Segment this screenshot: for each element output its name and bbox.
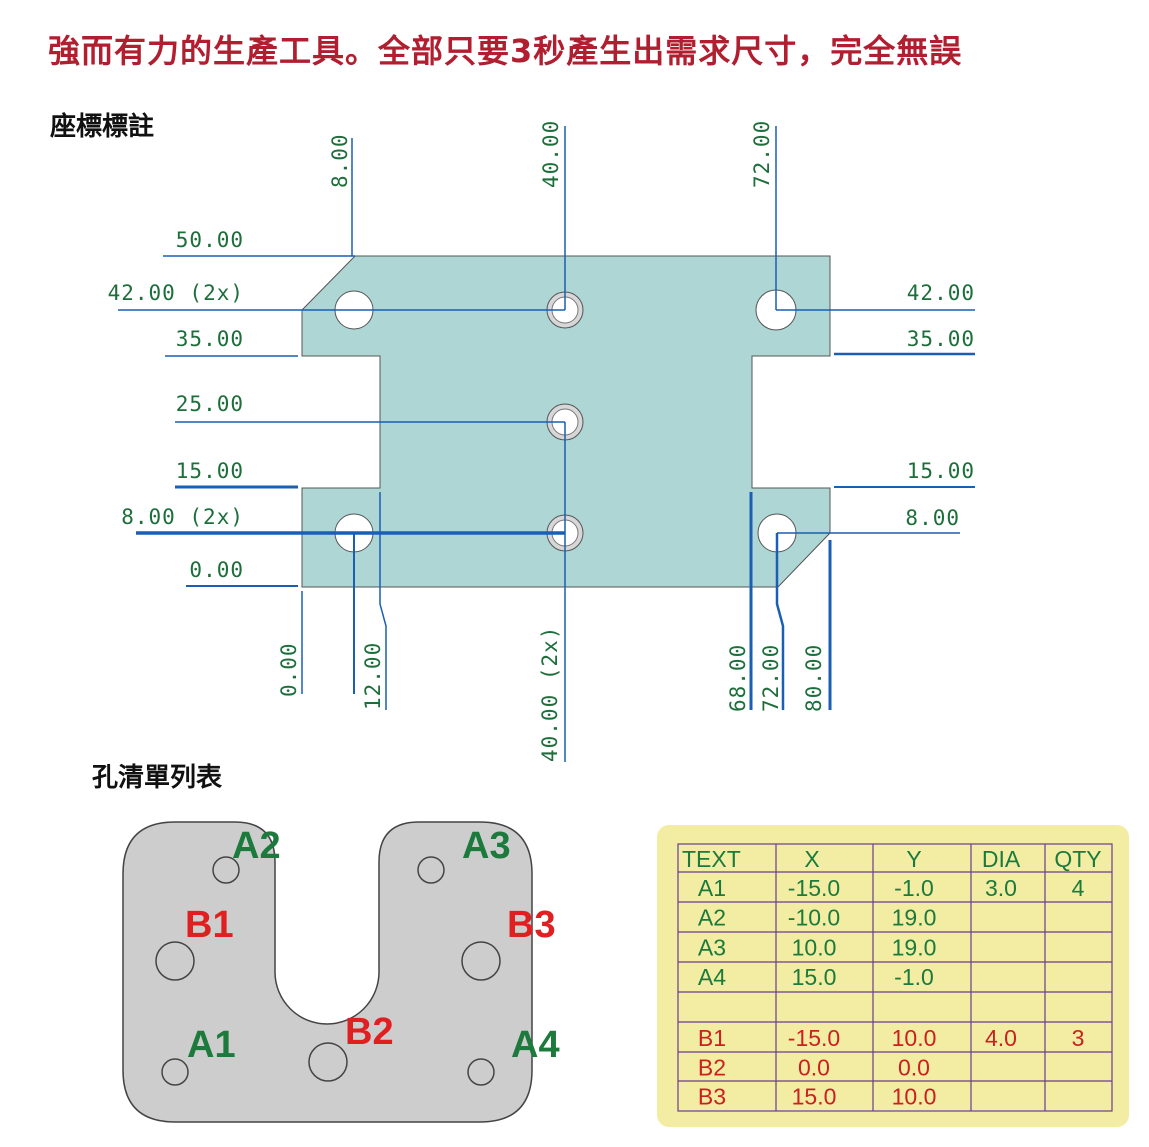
- table-cell-a-1-y: -1.0: [894, 875, 934, 901]
- section-title-ordinate: 座標標註: [50, 112, 155, 142]
- headline: 強而有力的生產工具。全部只要3秒產生出需求尺寸，完全無誤: [48, 32, 963, 70]
- dim-right-y-3: 15.00: [907, 459, 975, 483]
- hole-table-rows-b: B1 -15.0 10.0 4.0 3B2 0.0 0.0B3 15.0 10.0: [698, 1025, 1084, 1110]
- table-cell-a-2-text: A2: [698, 905, 726, 931]
- dim-right-y-2: 35.00: [907, 327, 975, 351]
- table-cell-a-1-qty: 4: [1072, 875, 1085, 901]
- table-cell-b-1-qty: 3: [1072, 1025, 1085, 1051]
- table-cell-a-1-x: -15.0: [788, 875, 840, 901]
- table-cell-b-3-y: 10.0: [892, 1084, 937, 1110]
- table-cell-a-1-text: A1: [698, 875, 726, 901]
- table-cell-a-4-x: 15.0: [792, 964, 837, 990]
- dim-bottom-x-2: 12.00: [361, 642, 385, 710]
- table-cell-a-3-text: A3: [698, 934, 726, 960]
- hole-table: TEXT X Y DIA QTY A1 -15.0 -1.0 3.0 4A2 -10.0 1…: [657, 825, 1129, 1127]
- table-header-qty: QTY: [1054, 846, 1101, 872]
- table-cell-b-3-x: 15.0: [792, 1084, 837, 1110]
- hole-label-a4: A4: [511, 1024, 560, 1066]
- dim-left-y-1: 50.00: [176, 228, 244, 252]
- section-title-hole-table: 孔清單列表: [92, 763, 223, 793]
- dim-top-x-3: 72.00: [750, 120, 774, 188]
- table-cell-b-3-text: B3: [698, 1084, 726, 1110]
- table-cell-a-4-y: -1.0: [894, 964, 934, 990]
- dim-left-y-4: 25.00: [176, 392, 244, 416]
- dim-top-x-1: 8.00: [328, 133, 352, 188]
- hole-label-b1: B1: [185, 904, 234, 946]
- table-cell-b-2-y: 0.0: [898, 1054, 930, 1080]
- plate-hole-a1: [161, 1058, 189, 1086]
- dim-right-y-4: 8.00: [905, 506, 960, 530]
- hole-label-a2: A2: [232, 825, 281, 867]
- ordinate-drawing: 8.00 40.00 72.00 0.00 12.00 40.00 (2x) 6…: [108, 120, 975, 762]
- dim-top-x-2: 40.00: [539, 120, 563, 188]
- table-cell-a-2-y: 19.0: [892, 905, 937, 931]
- table-cell-b-2-text: B2: [698, 1054, 726, 1080]
- hole-table-grid: [677, 843, 1113, 1112]
- dim-left-y-2: 42.00 (2x): [108, 281, 244, 305]
- dim-bottom-x-5: 72.00: [759, 644, 783, 712]
- hole-table-header-row: TEXT X Y DIA QTY: [682, 846, 1102, 872]
- table-header-dia: DIA: [982, 846, 1021, 872]
- table-header-x: X: [804, 846, 819, 872]
- plate-hole-b1: [155, 941, 195, 981]
- dim-left-y-6: 8.00 (2x): [121, 505, 244, 529]
- hole-plate-drawing: A1 A2 A3 A4 B1 B2 B3: [122, 821, 560, 1123]
- leader-bottom-72: [775, 533, 785, 710]
- table-cell-a-3-x: 10.0: [792, 934, 837, 960]
- table-cell-b-1-dia: 4.0: [985, 1025, 1017, 1051]
- plate-hole-a4: [467, 1058, 495, 1086]
- dim-left-y-7: 0.00: [189, 558, 244, 582]
- table-cell-b-1-y: 10.0: [892, 1025, 937, 1051]
- dim-bottom-x-1: 0.00: [277, 642, 301, 697]
- hole-label-b2: B2: [345, 1011, 394, 1053]
- table-cell-b-1-text: B1: [698, 1025, 726, 1051]
- dim-left-y-5: 15.00: [176, 459, 244, 483]
- table-header-y: Y: [906, 846, 921, 872]
- table-cell-a-3-y: 19.0: [892, 934, 937, 960]
- plate-hole-a2: [212, 856, 240, 884]
- dim-right-y-1: 42.00: [907, 281, 975, 305]
- leader-lines: [118, 126, 975, 762]
- hole-label-a1: A1: [187, 1024, 236, 1066]
- table-header-text: TEXT: [682, 846, 741, 872]
- table-cell-b-1-x: -15.0: [788, 1025, 840, 1051]
- table-cell-a-1-dia: 3.0: [985, 875, 1017, 901]
- plate-outline: [122, 821, 533, 1123]
- plate-hole-a3: [417, 856, 445, 884]
- table-cell-a-2-x: -10.0: [788, 905, 840, 931]
- dim-left-y-3: 35.00: [176, 327, 244, 351]
- hole-label-b3: B3: [507, 904, 556, 946]
- dim-bottom-x-3: 40.00 (2x): [538, 626, 562, 762]
- table-cell-b-2-x: 0.0: [798, 1054, 830, 1080]
- hole-label-a3: A3: [462, 825, 511, 867]
- leader-bottom-12b: [379, 492, 387, 710]
- plate-hole-b3: [461, 941, 501, 981]
- table-cell-a-4-text: A4: [698, 964, 726, 990]
- plate-hole-b2: [308, 1042, 348, 1082]
- dim-bottom-x-6: 80.00: [802, 644, 826, 712]
- dim-bottom-x-4: 68.00: [726, 644, 750, 712]
